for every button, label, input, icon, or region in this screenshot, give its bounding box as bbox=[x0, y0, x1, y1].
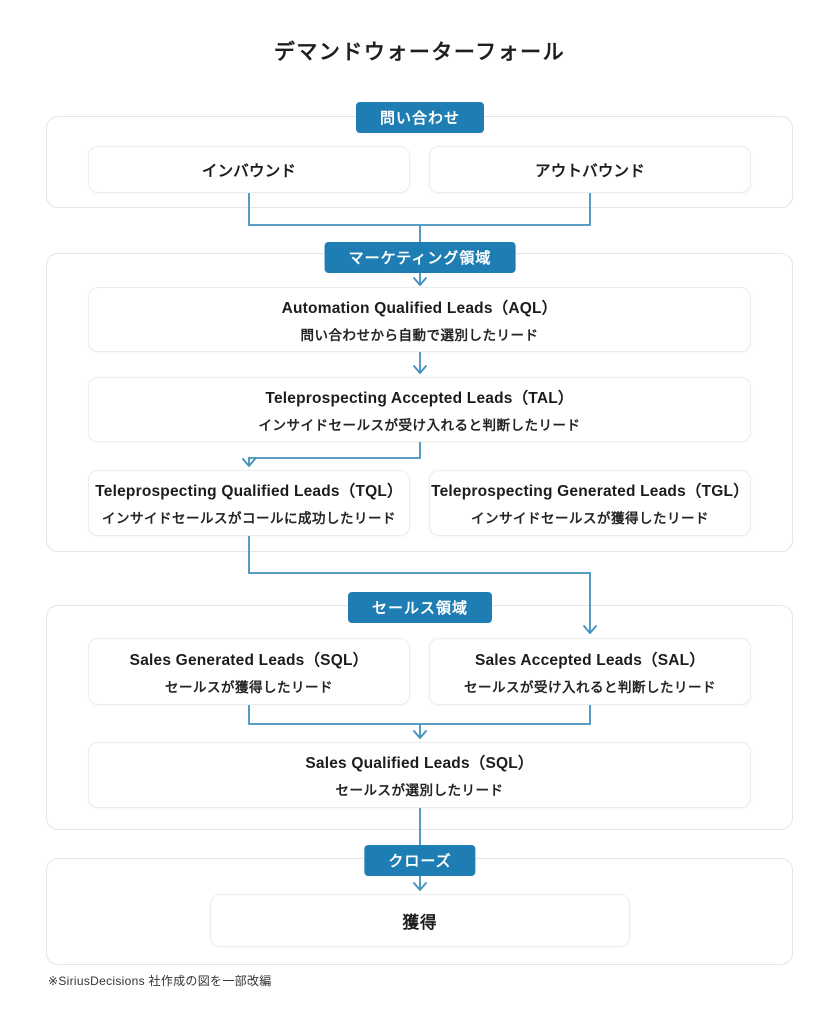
node-tal-subtitle: インサイドセールスが受け入れると判断したリード bbox=[258, 417, 581, 433]
page-title: デマンドウォーターフォール bbox=[273, 41, 566, 64]
stage-label-sales: セールス領域 bbox=[347, 592, 493, 623]
stage-label-marketing: マーケティング領域 bbox=[324, 242, 516, 273]
node-aql-subtitle: 問い合わせから自動で選別したリード bbox=[300, 327, 539, 343]
node-win: 獲得 bbox=[210, 894, 630, 947]
stage-label-close: クローズ bbox=[364, 845, 476, 876]
node-sales-qualified-subtitle: セールスが選別したリード bbox=[335, 783, 504, 798]
node-aql-title: Automation Qualified Leads（AQL） bbox=[281, 299, 558, 317]
node-tgl-subtitle: インサイドセールスが獲得したリード bbox=[471, 511, 709, 526]
node-tal: Teleprospecting Accepted Leads（TAL） インサイ… bbox=[88, 377, 751, 442]
node-sales-accepted-title: Sales Accepted Leads（SAL） bbox=[474, 651, 706, 669]
node-outbound: アウトバウンド bbox=[429, 146, 751, 193]
node-inbound-title: インバウンド bbox=[201, 162, 297, 180]
node-tql-subtitle: インサイドセールスがコールに成功したリード bbox=[102, 511, 396, 526]
node-tql-title: Teleprospecting Qualified Leads（TQL） bbox=[95, 483, 403, 500]
stage-label-inquiry: 問い合わせ bbox=[355, 102, 485, 133]
node-aql: Automation Qualified Leads（AQL） 問い合わせから自… bbox=[88, 287, 751, 352]
node-sales-qualified: Sales Qualified Leads（SQL） セールスが選別したリード bbox=[88, 742, 751, 808]
node-sales-accepted: Sales Accepted Leads（SAL） セールスが受け入れると判断し… bbox=[429, 638, 751, 705]
source-note: ※SiriusDecisions 社作成の図を一部改編 bbox=[48, 974, 272, 988]
node-tgl-title: Teleprospecting Generated Leads（TGL） bbox=[431, 483, 749, 500]
node-sales-generated-title: Sales Generated Leads（SQL） bbox=[129, 651, 369, 669]
node-tgl: Teleprospecting Generated Leads（TGL） インサ… bbox=[429, 470, 751, 536]
node-win-title: 獲得 bbox=[402, 913, 438, 932]
node-inbound: インバウンド bbox=[88, 146, 410, 193]
node-sales-generated-subtitle: セールスが獲得したリード bbox=[165, 679, 333, 695]
node-outbound-title: アウトバウンド bbox=[535, 162, 645, 180]
node-sales-qualified-title: Sales Qualified Leads（SQL） bbox=[305, 755, 534, 772]
node-tql: Teleprospecting Qualified Leads（TQL） インサ… bbox=[88, 470, 410, 536]
node-tal-title: Teleprospecting Accepted Leads（TAL） bbox=[265, 389, 574, 407]
node-sales-accepted-subtitle: セールスが受け入れると判断したリード bbox=[464, 679, 716, 695]
node-sales-generated: Sales Generated Leads（SQL） セールスが獲得したリード bbox=[88, 638, 410, 705]
